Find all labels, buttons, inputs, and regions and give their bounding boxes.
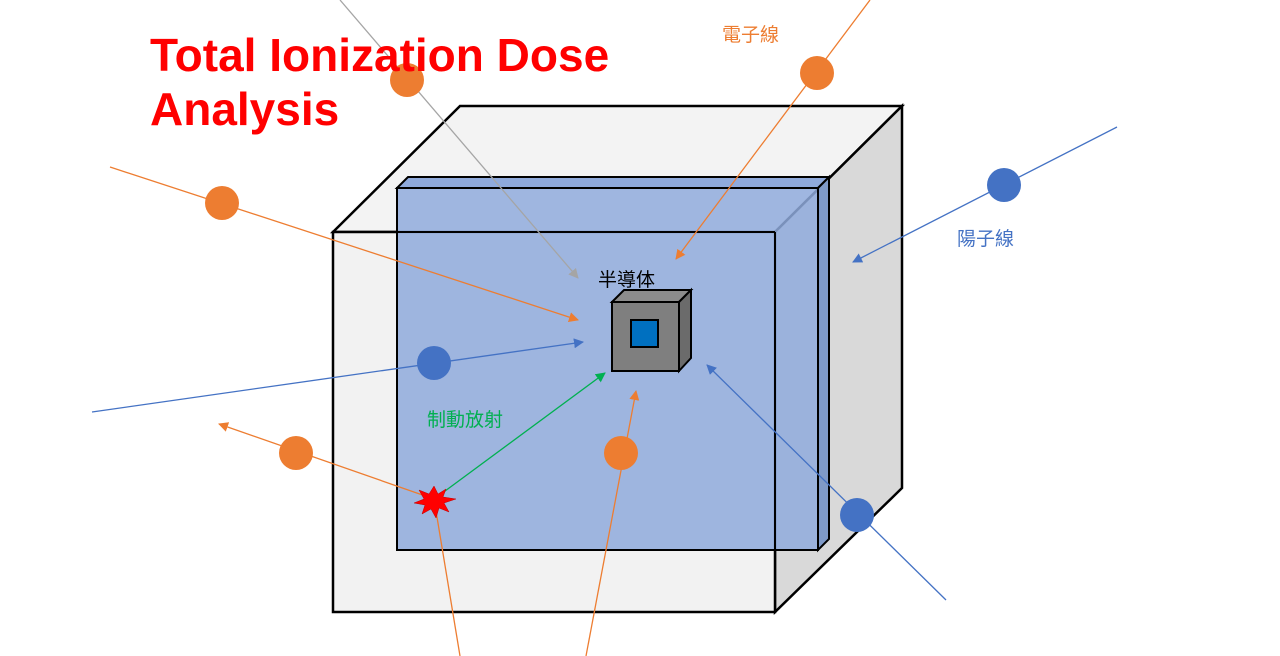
proton-beam-left — [91, 338, 584, 413]
proton-beams — [91, 126, 1118, 601]
electron-beam-bottom-left — [433, 498, 461, 656]
burst-icon — [413, 485, 457, 519]
electron-icon — [604, 436, 638, 470]
title-line-2: Analysis — [150, 83, 340, 135]
electron-beam-top-left — [339, 0, 579, 279]
electron-label: 電子線 — [722, 24, 780, 46]
electron-beam-top-right — [675, 0, 871, 260]
electron-icon — [800, 56, 834, 90]
proton-beam-right — [852, 126, 1118, 263]
electron-icon — [205, 186, 239, 220]
bremsstrahlung-label: 制動放射 — [427, 409, 504, 431]
electron-icon — [390, 63, 424, 97]
electron-beam-bottom — [585, 390, 640, 656]
proton-icon — [987, 168, 1021, 202]
proton-icon — [417, 346, 451, 380]
bremsstrahlung-ray — [440, 372, 606, 495]
electron-particles — [205, 56, 834, 470]
inner-slab — [394, 174, 832, 553]
proton-beam-bottom-right — [706, 364, 947, 601]
electron-beam-scattered — [218, 422, 435, 500]
chip-die — [630, 319, 659, 348]
proton-particles — [417, 168, 1021, 532]
semiconductor-chip — [609, 287, 694, 374]
diagram-title: Total Ionization Dose Analysis — [150, 28, 609, 136]
electron-beams — [109, 0, 871, 656]
slab-side-face — [817, 174, 830, 553]
semiconductor-label: 半導体 — [598, 269, 656, 291]
proton-label: 陽子線 — [957, 228, 1015, 250]
title-line-1: Total Ionization Dose — [150, 29, 610, 81]
slab-top-face — [394, 176, 832, 189]
electron-icon — [279, 436, 313, 470]
proton-icon — [840, 498, 874, 532]
chip-side — [678, 287, 692, 374]
electron-beam-left — [109, 166, 579, 322]
slab-front-face — [396, 187, 819, 551]
